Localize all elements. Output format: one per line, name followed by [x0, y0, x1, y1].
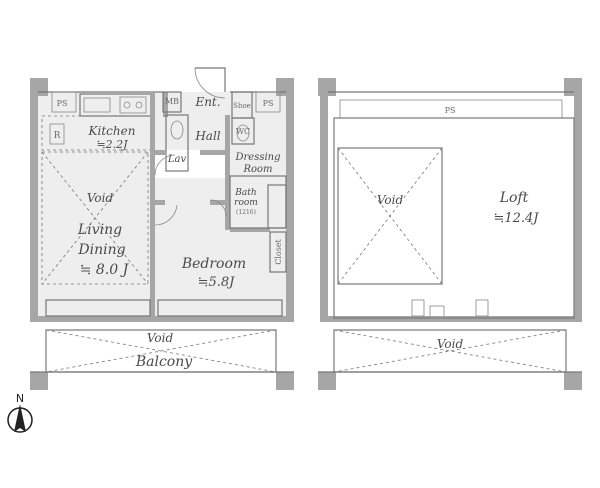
wc-label: WC: [236, 127, 250, 136]
loft-size: ≒12.4J: [493, 211, 539, 226]
corner-column: [318, 372, 336, 390]
living-dining-size: ≒ 8.0 J: [80, 262, 130, 278]
void-label: Void: [377, 193, 404, 207]
lavatory-label: Lav: [167, 154, 187, 165]
corner-column: [276, 372, 294, 390]
refrigerator-space: [49, 123, 65, 145]
toilet: [231, 117, 255, 145]
loft-label: Loft: [499, 190, 529, 206]
corner-column: [30, 372, 48, 390]
north-label: N: [16, 392, 24, 405]
washbasin: [170, 120, 184, 140]
bath-size: (1216): [236, 209, 256, 216]
bath-label: Bath: [234, 188, 256, 198]
closet-label: Closet: [274, 238, 283, 264]
north-arrow-icon: [14, 404, 26, 432]
pipe-space: [255, 91, 281, 113]
balcony-wall: [328, 316, 574, 322]
sink: [83, 97, 111, 113]
ps-label: PS: [57, 99, 68, 108]
balcony-wall: [38, 316, 286, 322]
refrigerator-label: R: [54, 131, 61, 141]
balcony-window: [157, 299, 283, 317]
dressing-room-label-2: Room: [242, 164, 272, 175]
balcony-label: Balcony: [135, 354, 193, 370]
dining-label: Dining: [77, 242, 125, 258]
lower-floor-plan: [30, 67, 294, 390]
corner-column: [564, 372, 582, 390]
left-wall: [320, 92, 328, 322]
kitchen-size: ≒2.2J: [96, 138, 128, 151]
ps-label: PS: [263, 99, 274, 108]
bath-wall: [225, 115, 230, 230]
loft-void-opening: [337, 147, 443, 285]
right-wall: [574, 92, 582, 322]
shoe-label: Shoe: [233, 102, 251, 110]
mb-label: MB: [165, 97, 179, 106]
left-wall: [30, 92, 38, 322]
ps-label: PS: [445, 106, 456, 115]
loft-area: [333, 117, 575, 319]
bedroom-size: ≒5.8J: [198, 275, 236, 290]
stove: [119, 96, 147, 114]
kitchen-label: Kitchen: [88, 124, 136, 138]
closet: [269, 231, 287, 273]
bath-room: [229, 175, 287, 229]
bedroom-label: Bedroom: [181, 256, 246, 272]
entrance-door: [195, 67, 226, 92]
living-label: Living: [77, 222, 122, 238]
lower-void-label: Void: [437, 337, 464, 351]
balcony-void-label: Void: [147, 331, 174, 345]
pipe-space: [51, 91, 77, 113]
loft-floor-plan: [318, 78, 582, 390]
void-label: Void: [87, 191, 114, 205]
dressing-room-label: Dressing: [234, 152, 280, 163]
hall-label: Hall: [194, 129, 220, 143]
bath-label-2: room: [234, 198, 258, 208]
balcony-window: [45, 299, 151, 317]
compass: [7, 404, 33, 433]
interior-wall: [150, 92, 155, 322]
right-wall: [286, 92, 294, 322]
meter-box: [162, 91, 182, 113]
entrance-label: Ent.: [194, 95, 220, 109]
lavatory: [165, 114, 189, 172]
